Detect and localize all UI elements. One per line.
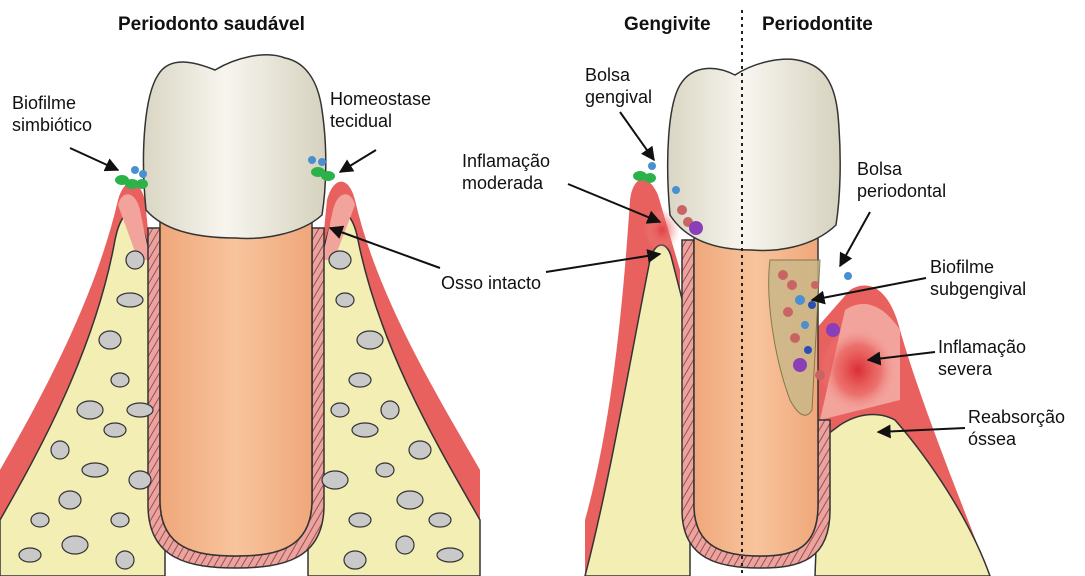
bone-marrow-hole [116,551,134,569]
bone-marrow-hole [104,423,126,437]
diseased-tooth-figure [585,59,990,576]
bone-marrow-hole [127,403,153,417]
bone-marrow-hole [51,441,69,459]
bone-marrow-hole [349,373,371,387]
bone-marrow-hole [99,331,121,349]
bone-marrow-hole [344,551,366,569]
bone-marrow-hole [129,471,151,489]
bone-marrow-hole [429,513,451,527]
label-homeostasis: Homeostase tecidual [330,88,431,132]
label-severe-inflammation: Inflamação severa [938,336,1026,380]
bone-marrow-hole [357,331,383,349]
bone-marrow-hole [77,401,103,419]
bone-marrow-hole [409,441,431,459]
bone-marrow-hole [331,403,349,417]
bone-marrow-hole [349,513,371,527]
label-subgingival-biofilm: Biofilme subgengival [930,256,1026,300]
healthy-root [160,220,312,556]
title-gingivitis: Gengivite [624,14,711,36]
severe-inflammation-area [820,328,896,412]
bone-marrow-hole [31,513,49,527]
bone-marrow-hole [329,251,351,269]
bone-marrow-hole [437,548,463,562]
title-periodontitis: Periodontite [762,14,873,36]
label-periodontal-pocket: Bolsa periodontal [857,158,946,202]
bone-marrow-hole [126,251,144,269]
bone-marrow-hole [336,293,354,307]
healthy-crown [143,55,325,239]
label-gingival-pocket: Bolsa gengival [585,64,652,108]
bone-marrow-hole [381,401,399,419]
bone-marrow-hole [397,491,423,509]
bone-marrow-hole [322,471,348,489]
bone-marrow-hole [376,463,394,477]
bone-marrow-hole [19,548,41,562]
bone-marrow-hole [62,536,88,554]
title-healthy: Periodonto saudável [118,14,305,36]
label-moderate-inflammation: Inflamação moderada [462,150,550,194]
bone-marrow-hole [111,373,129,387]
bone-marrow-hole [82,463,108,477]
bone-marrow-hole [396,536,414,554]
bone-marrow-hole [117,293,143,307]
label-biofilm-symbiotic: Biofilme simbiótico [12,92,92,136]
label-bone-resorption: Reabsorção óssea [968,406,1065,450]
label-intact-bone: Osso intacto [441,272,541,294]
bone-marrow-hole [111,513,129,527]
bone-marrow-hole [352,423,378,437]
bone-marrow-hole [59,491,81,509]
